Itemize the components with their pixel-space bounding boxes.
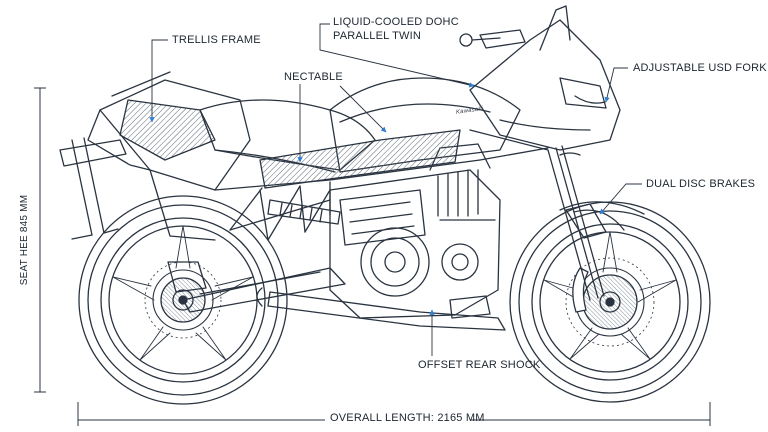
front-fork: [547, 145, 625, 301]
front-brake-disc: [565, 257, 655, 347]
engine-label-line-2: PARALLEL TWIN: [333, 30, 421, 42]
engine-label-line-1: LIQUID-COOLED DOHC: [333, 16, 459, 28]
overall-length-label: OVERALL LENGTH: 2165 MM: [330, 412, 485, 424]
front-wheel: [509, 201, 711, 403]
rear-shock-label: OFFSET REAR SHOCK: [418, 359, 541, 371]
leader-engine: [319, 23, 475, 88]
front-fairing: [459, 5, 621, 151]
seat-height-dimension-ticks: [34, 87, 46, 393]
rear-shock: [267, 199, 341, 225]
rear-brake-disc: [144, 261, 222, 339]
swingarm: [167, 261, 346, 313]
overall-length-dimension-ticks: [77, 402, 711, 426]
exhaust: [256, 287, 506, 331]
engine-label: LIQUID-COOLED DOHC PARALLEL TWIN: [333, 15, 459, 43]
leader-neck-secondary: [339, 85, 387, 133]
seat-height-label: SEAT HEE 845 MM: [19, 194, 30, 286]
engine-block: [329, 143, 501, 319]
leader-dual-disc: [599, 183, 642, 215]
tail-section: [59, 71, 251, 241]
dual-disc-brakes-label: DUAL DISC BRAKES: [646, 178, 756, 190]
leader-trellis-frame: [149, 39, 168, 123]
neck-label: NECTABLE: [284, 71, 343, 83]
leader-usd-fork: [604, 67, 628, 103]
usd-fork-label: ADJUSTABLE USD FORK: [633, 62, 767, 74]
front-fender: [559, 201, 645, 215]
trellis-frame-label: TRELLIS FRAME: [172, 34, 261, 46]
